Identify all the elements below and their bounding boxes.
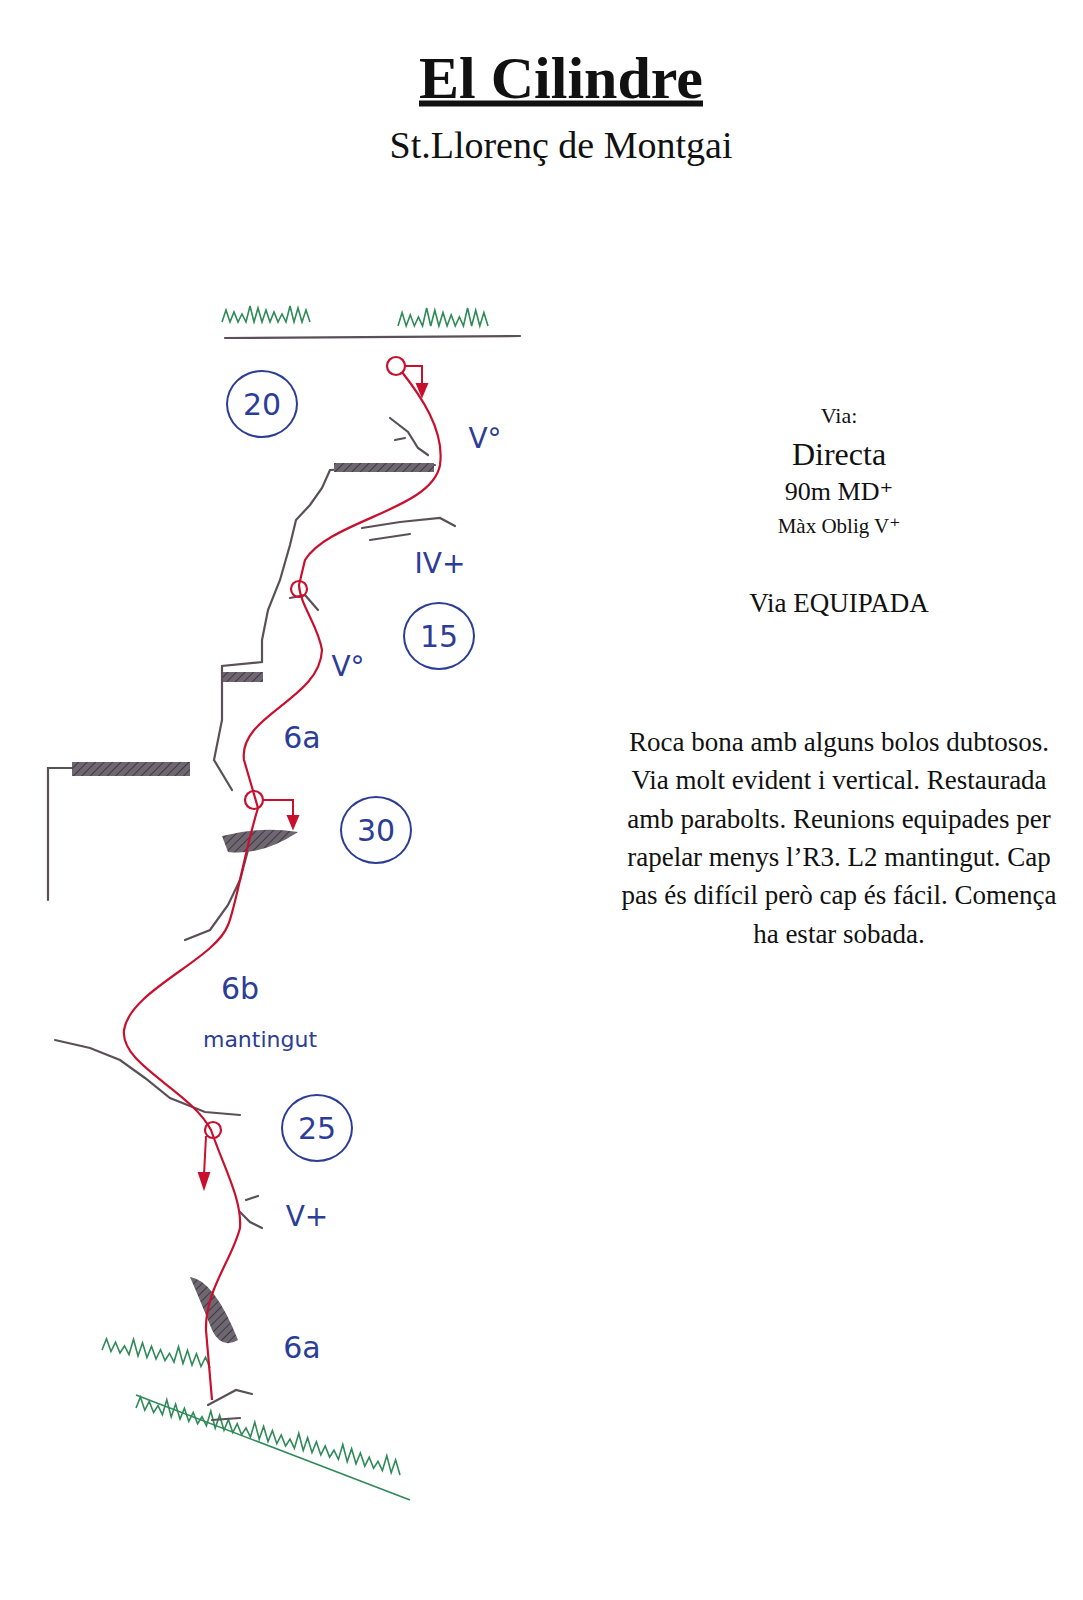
belay xyxy=(291,581,307,597)
pitch-length: 15 xyxy=(420,619,458,654)
grass-tuft xyxy=(102,1339,210,1368)
grade-label: V+ xyxy=(286,1202,329,1233)
ledges xyxy=(72,463,434,1343)
rappel-arrow xyxy=(204,1136,206,1175)
route-info: Via: xyxy=(821,404,858,428)
pitch-length: 25 xyxy=(298,1111,336,1146)
pitch-length: 30 xyxy=(357,813,395,848)
crack xyxy=(390,418,428,455)
grade-label: V° xyxy=(331,652,364,683)
route-info: Roca bona amb alguns bolos dubtosos. Via… xyxy=(619,723,1059,953)
pitch-length-circle: 25 xyxy=(281,1094,353,1162)
grass-tuft xyxy=(222,306,310,322)
grade-label: 6b xyxy=(221,972,259,1005)
belay xyxy=(245,791,263,809)
rappel-arrows xyxy=(199,366,427,1188)
pitch-length-circle: 20 xyxy=(226,370,298,438)
route-info: 90m MD⁺ xyxy=(785,478,893,507)
arrowhead xyxy=(288,816,298,828)
grass-tuft xyxy=(136,1397,400,1475)
arrowhead xyxy=(417,384,427,396)
pitch-length-circle: 30 xyxy=(340,796,412,864)
ledge xyxy=(223,672,263,682)
crack xyxy=(240,1196,262,1228)
ledge xyxy=(334,463,434,472)
route-info: St.Llorenç de Montgai xyxy=(390,125,733,167)
grade-label: 6a xyxy=(283,721,320,754)
route-info: Via EQUIPADA xyxy=(749,589,929,619)
grade-label: 6a xyxy=(283,1331,320,1364)
title: El Cilindre xyxy=(419,44,703,113)
roof xyxy=(72,762,190,776)
crack xyxy=(208,1390,252,1420)
top-edge xyxy=(225,336,520,338)
rock-lines xyxy=(48,336,520,1420)
route-info: Màx Oblig V⁺ xyxy=(778,515,901,538)
grade-label: V° xyxy=(468,424,501,455)
arrowhead xyxy=(199,1173,209,1188)
crack xyxy=(185,850,248,940)
grass-tuft xyxy=(398,308,488,326)
ground-line xyxy=(136,1395,410,1500)
pitch-length-circle: 15 xyxy=(403,602,475,670)
route-line xyxy=(124,372,441,1400)
grade-label: IV+ xyxy=(415,549,466,580)
grade-label: mantingut xyxy=(203,1028,317,1052)
grass xyxy=(102,306,488,1500)
ledge xyxy=(222,830,298,853)
pillar xyxy=(48,768,74,900)
belays xyxy=(205,357,405,1138)
belay xyxy=(205,1122,221,1138)
crack xyxy=(362,518,455,540)
belay xyxy=(387,357,405,375)
route-info: Directa xyxy=(792,437,886,472)
pitch-length: 20 xyxy=(243,387,281,422)
